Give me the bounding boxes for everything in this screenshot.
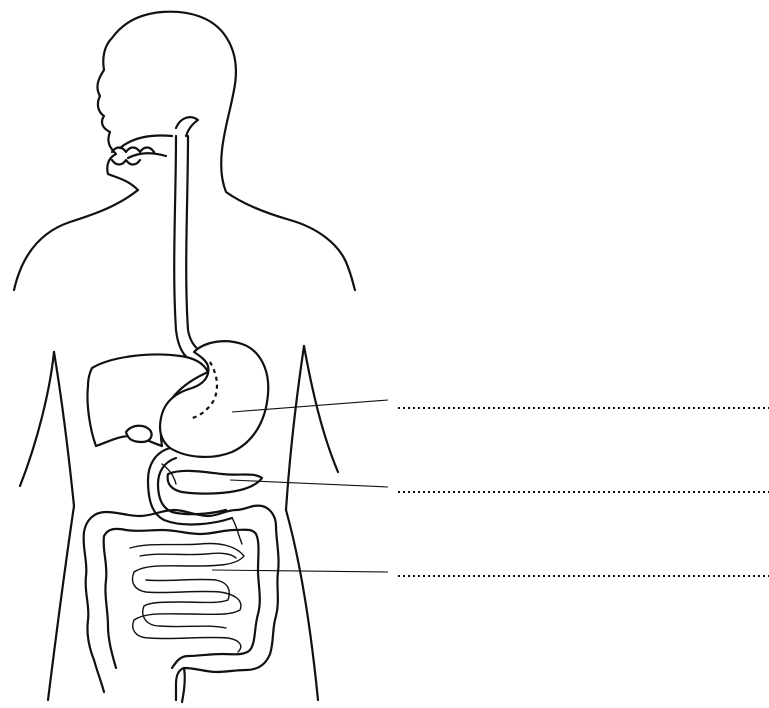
small-intestine-coil-1b: [140, 553, 236, 558]
oesophagus-left: [174, 136, 194, 362]
left-torso-outline: [20, 352, 54, 486]
teeth-bottom: [112, 160, 140, 165]
small-intestine-coil-3b: [143, 606, 226, 628]
large-intestine-outer: [84, 506, 279, 692]
right-torso-edge-inner: [286, 346, 304, 510]
small-intestine-coil-3: [133, 620, 241, 652]
small-intestine-coil-1: [130, 544, 244, 573]
upper-palate: [120, 136, 172, 149]
small-intestine: [130, 518, 244, 652]
left-torso-edge-inner: [54, 352, 74, 506]
mouth-pharynx: [112, 117, 198, 164]
left-hip-outline: [48, 506, 74, 700]
epiglottis: [176, 117, 198, 136]
body-outline: [14, 12, 355, 290]
oesophagus-right: [186, 136, 206, 354]
gall-bladder: [126, 426, 152, 442]
head-outline: [14, 12, 355, 290]
tongue: [128, 153, 166, 158]
pancreas: [168, 471, 262, 494]
teeth-top: [112, 148, 154, 153]
right-hip-outline: [286, 510, 318, 700]
right-torso-outline: [304, 346, 338, 472]
